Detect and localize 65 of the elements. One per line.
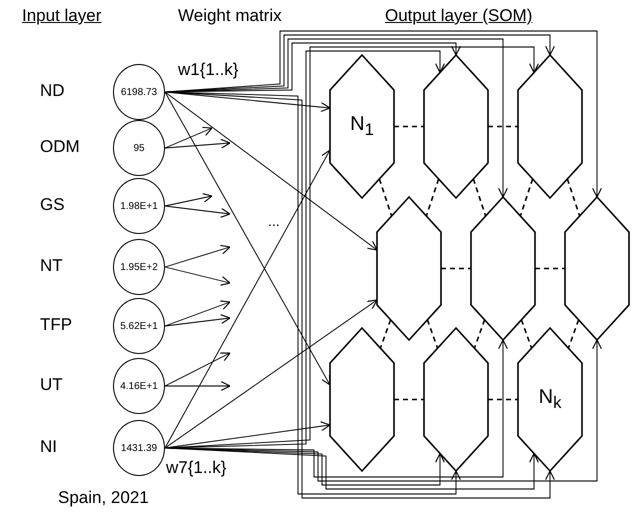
ellipsis-label: ... bbox=[268, 213, 280, 229]
neuron-label: N$_{k}$ bbox=[538, 386, 562, 413]
arrow bbox=[164, 126, 213, 148]
value-label: 95 bbox=[133, 142, 145, 154]
dashed-link bbox=[378, 178, 392, 216]
value-label: 4.16E+1 bbox=[120, 380, 158, 392]
hexagon-neuron bbox=[424, 55, 488, 198]
arrow bbox=[164, 92, 378, 251]
arrow bbox=[164, 352, 231, 386]
arrow bbox=[164, 299, 378, 448]
dashed-link bbox=[394, 126, 424, 128]
hexagon-neuron bbox=[471, 197, 535, 340]
column-heading: Input layer bbox=[22, 6, 102, 26]
column-heading: Output layer (SOM) bbox=[385, 6, 532, 26]
value-label: 1.95E+2 bbox=[120, 262, 158, 272]
neuron-label: N$_{1}$ bbox=[350, 113, 374, 140]
dashed-link bbox=[568, 320, 580, 348]
arrow bbox=[164, 244, 231, 268]
dashed-link bbox=[394, 398, 424, 400]
dashed-link bbox=[535, 268, 565, 270]
variable-label: ODM bbox=[40, 137, 80, 157]
dashed-link bbox=[426, 178, 440, 216]
variable-label: GS bbox=[40, 195, 65, 215]
dashed-link bbox=[520, 320, 532, 348]
hexagon-neuron bbox=[518, 328, 582, 471]
arrow bbox=[164, 192, 213, 206]
column-heading: Weight matrix bbox=[178, 6, 282, 26]
variable-label: UT bbox=[40, 375, 63, 395]
dashed-link bbox=[380, 320, 392, 348]
arrow bbox=[164, 92, 556, 498]
value-label: 1431.39 bbox=[120, 442, 158, 454]
arrow bbox=[164, 300, 231, 326]
hexagon-neuron bbox=[424, 328, 488, 471]
arrow bbox=[164, 149, 331, 448]
hexagon-neuron bbox=[518, 55, 582, 198]
arrow bbox=[164, 206, 231, 218]
arrow bbox=[164, 92, 331, 386]
hexagon-neuron bbox=[330, 55, 394, 198]
dashed-link bbox=[472, 178, 486, 216]
arrow bbox=[164, 266, 231, 286]
dashed-link bbox=[441, 268, 471, 270]
variable-label: ND bbox=[40, 81, 65, 101]
dashed-link bbox=[488, 398, 518, 400]
variable-label: NI bbox=[40, 437, 57, 457]
variable-label: NT bbox=[40, 256, 63, 276]
dashed-link bbox=[474, 320, 486, 348]
value-label: 1.98E+1 bbox=[120, 200, 158, 212]
dashed-link bbox=[488, 126, 518, 128]
dashed-link bbox=[566, 178, 580, 216]
hexagon-neuron bbox=[330, 328, 394, 471]
weight-label: w7{1..k} bbox=[166, 458, 226, 478]
weight-label: w1{1..k} bbox=[178, 60, 238, 80]
dashed-link bbox=[426, 320, 438, 348]
variable-label: TFP bbox=[40, 315, 72, 335]
dashed-link bbox=[520, 178, 534, 216]
value-label: 5.62E+1 bbox=[120, 320, 158, 332]
caption: Spain, 2021 bbox=[58, 488, 149, 508]
arrow bbox=[164, 138, 231, 149]
arrow bbox=[164, 448, 540, 490]
value-label: 6198.73 bbox=[120, 86, 158, 98]
hexagon-neuron bbox=[377, 197, 441, 340]
hexagon-neuron bbox=[565, 197, 629, 340]
arrow bbox=[164, 421, 331, 448]
arrow bbox=[164, 314, 231, 326]
arrow bbox=[164, 380, 231, 392]
